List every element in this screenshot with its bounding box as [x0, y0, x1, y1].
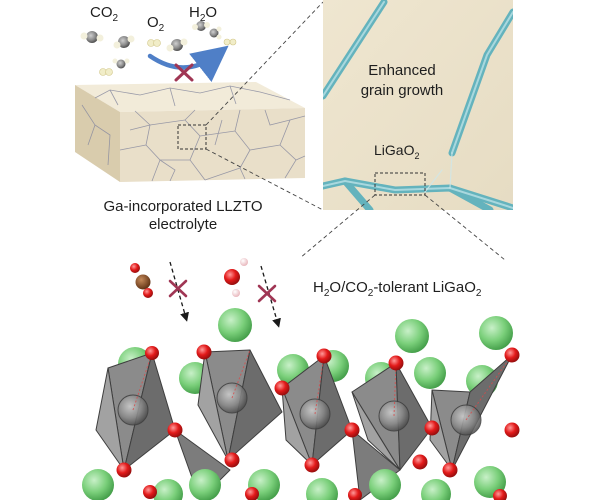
grain-boundary-lines	[81, 85, 306, 182]
gas-molecules-group: CO2 O2 H2O	[80, 4, 237, 83]
h2o-molecule-blocked	[224, 258, 248, 297]
tetrahedron	[351, 362, 433, 471]
li-atom	[414, 357, 446, 389]
electrolyte-block	[75, 82, 306, 182]
co2-molecule	[166, 38, 188, 52]
slab-caption-line1: Ga-incorporated LLZTO	[104, 198, 263, 215]
o-atom	[442, 462, 458, 478]
tetrahedron	[281, 355, 353, 466]
co2-molecule	[192, 21, 210, 31]
o-atom	[493, 489, 507, 500]
li-atom	[189, 469, 221, 500]
o2-molecule	[147, 39, 161, 47]
o-atom	[504, 422, 520, 438]
co2-molecule	[80, 31, 104, 43]
o-atom	[412, 454, 428, 470]
o-atom	[344, 422, 360, 438]
o-atom	[145, 346, 159, 360]
li-atom	[82, 469, 114, 500]
o-atom	[224, 452, 240, 468]
o-atom	[274, 380, 290, 396]
li-atom	[395, 319, 429, 353]
grain-micrograph-inset: Enhanced grain growth LiGaO2	[323, 0, 513, 210]
o-atom	[348, 488, 362, 500]
blocked-cross-icon	[257, 284, 277, 303]
tetrahedron	[197, 349, 283, 461]
inset-line2: grain growth	[361, 82, 444, 99]
o-atom	[304, 457, 320, 473]
oxygen-atoms-front	[143, 485, 507, 500]
h2o-label: H2O	[189, 4, 217, 24]
o-atom	[196, 344, 212, 360]
gao4-tetrahedra	[95, 349, 513, 500]
zoom-connectors-top	[205, 1, 324, 211]
zoom-connectors-bottom	[299, 194, 506, 261]
boundary-zoom-marker	[374, 172, 426, 196]
li-atom	[153, 479, 183, 500]
o2-molecule	[99, 68, 113, 76]
o-atom	[424, 420, 440, 436]
blocked-cross-icon	[174, 63, 194, 82]
li-atom	[479, 316, 513, 350]
o-atom	[167, 422, 183, 438]
co2-label: CO2	[90, 4, 119, 24]
deflection-arrow	[147, 45, 229, 83]
tetrahedron	[95, 352, 176, 471]
oxygen-atoms	[116, 344, 520, 478]
slab-caption-line2: electrolyte	[149, 216, 217, 233]
o-atom	[388, 355, 404, 371]
tolerant-ligao2-label: H2O/CO2-tolerant LiGaO2	[313, 279, 482, 299]
o2-label: O2	[147, 14, 165, 34]
h2o-molecule	[112, 58, 130, 69]
li-atom	[306, 478, 338, 500]
o-atom	[245, 487, 259, 500]
co2-molecule-blocked	[130, 263, 153, 298]
o-atom	[143, 485, 157, 499]
inset-line1: Enhanced	[368, 62, 436, 79]
co2-molecule	[113, 35, 135, 49]
lithium-atoms-front	[82, 466, 506, 500]
li-atom	[421, 479, 451, 500]
magnified-region-marker	[177, 124, 207, 150]
o-atom	[504, 347, 520, 363]
ligao2-crystal-structure	[82, 308, 520, 500]
o2-molecule	[223, 38, 237, 46]
blocked-molecules-group	[130, 258, 281, 328]
blocked-cross-icon	[168, 279, 188, 298]
bond-lines	[132, 349, 513, 421]
h2o-molecule	[209, 26, 222, 40]
o-atom	[316, 348, 332, 364]
li-atom	[218, 308, 252, 342]
li-atom	[369, 469, 401, 500]
inset-phase-label: LiGaO2	[374, 142, 419, 161]
o-atom	[116, 462, 132, 478]
